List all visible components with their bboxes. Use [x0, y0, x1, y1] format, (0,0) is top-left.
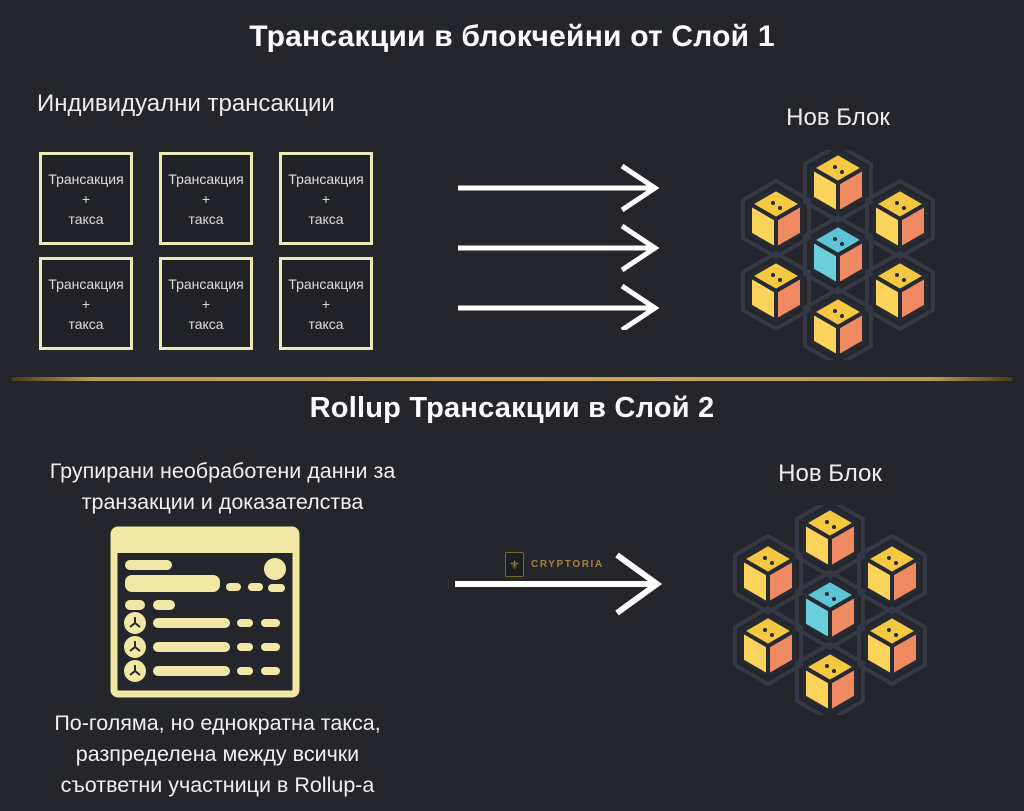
transaction-box-2: Трансакция + такса [159, 152, 253, 245]
coin-detail [129, 617, 141, 676]
transaction-box-label: Трансакция [48, 275, 124, 292]
section1-title: Трансакции в блокчейни от Слой 1 [249, 20, 775, 53]
section1-left-heading: Индивидуални трансакции [37, 90, 335, 117]
plus-label: + [321, 295, 331, 312]
transaction-box-label: Трансакция [168, 275, 244, 292]
section1-new-block-heading: Нов Блок [786, 104, 890, 131]
new-block-cubes-2 [730, 505, 930, 715]
transaction-box-4: Трансакция + такса [39, 257, 133, 350]
fee-label: такса [308, 210, 344, 227]
transaction-box-label: Трансакция [288, 170, 364, 187]
transaction-box-1: Трансакция + такса [39, 152, 133, 245]
fee-label: такса [188, 210, 224, 227]
bottom-text-line2: разпределена между всички [75, 742, 360, 766]
fee-label: такса [188, 315, 224, 332]
section2-left-text: Групирани необработени данни за транзакц… [10, 456, 435, 518]
transaction-box-3: Трансакция + такса [279, 152, 373, 245]
fee-label: такса [68, 210, 104, 227]
transaction-box-label: Трансакция [168, 170, 244, 187]
transaction-box-5: Трансакция + такса [159, 257, 253, 350]
section2-title: Rollup Трансакции в Слой 2 [309, 392, 715, 424]
cryptoria-logo: ⚜ CRYPTORIA [505, 552, 604, 577]
cryptoria-logo-text: CRYPTORIA [531, 559, 604, 570]
plus-label: + [321, 190, 331, 207]
section2-left-text-line1: Групирани необработени данни за [49, 459, 396, 483]
plus-label: + [81, 295, 91, 312]
fee-label: такса [308, 315, 344, 332]
plus-label: + [81, 190, 91, 207]
right-arrow-icon [455, 552, 663, 616]
transaction-box-label: Трансакция [48, 170, 124, 187]
section2-bottom-text: По-голяма, но еднократна такса, разпреде… [15, 708, 420, 801]
bottom-text-line1: По-голяма, но еднократна такса, [54, 711, 381, 735]
plus-label: + [201, 190, 211, 207]
new-block-cubes-1 [738, 150, 938, 360]
right-arrows-icon [458, 163, 660, 330]
gold-divider [12, 377, 1012, 381]
fleur-emblem-icon: ⚜ [509, 557, 520, 572]
bottom-text-line3: съответни участници в Rollup-а [60, 773, 375, 797]
cryptoria-emblem-icon: ⚜ [505, 552, 524, 577]
fee-label: такса [68, 315, 104, 332]
document-icon [110, 526, 300, 698]
section2-left-text-line2: транзакции и доказателства [81, 490, 364, 514]
transaction-box-label: Трансакция [288, 275, 364, 292]
section2-new-block-heading: Нов Блок [778, 460, 882, 487]
transaction-box-6: Трансакция + такса [279, 257, 373, 350]
plus-label: + [201, 295, 211, 312]
